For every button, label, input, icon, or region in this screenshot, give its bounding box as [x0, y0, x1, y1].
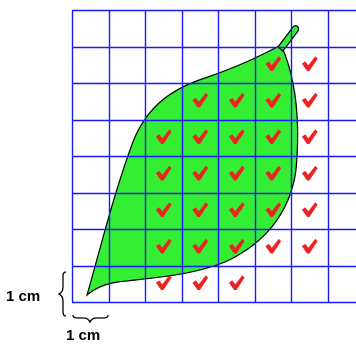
checkmark-icon [155, 129, 172, 145]
checkmark-icon [192, 238, 209, 254]
checkmark-icon [155, 165, 172, 181]
grid [71, 9, 356, 304]
scale-vertical: 1 cm [6, 271, 67, 317]
checkmark-icon [192, 275, 209, 291]
checkmark-icon [301, 202, 318, 218]
checkmark-icon [265, 129, 282, 145]
checkmark-icon [192, 92, 209, 108]
checkmark-icon [228, 92, 245, 108]
checkmark-icon [155, 202, 172, 218]
scale-label-vertical: 1 cm [6, 288, 40, 305]
checkmark-icon [301, 238, 318, 254]
checkmark-icon [301, 56, 318, 72]
checkmark-icon [228, 129, 245, 145]
checkmark-icon [155, 275, 172, 291]
leaf-blade [85, 44, 299, 297]
checkmark-icon [301, 129, 318, 145]
checkmark-icon [265, 165, 282, 181]
horizontal-brace-icon [72, 314, 109, 324]
checkmark-icon [192, 165, 209, 181]
checkmark-icon [265, 238, 282, 254]
checkmark-icon [265, 92, 282, 108]
checkmark-icon [228, 165, 245, 181]
checkmark-icon [301, 165, 318, 181]
checkmark-icon [228, 202, 245, 218]
scale-horizontal: 1 cm [66, 314, 109, 344]
scale-label-horizontal: 1 cm [66, 327, 100, 344]
checkmark-icon [155, 238, 172, 254]
checkmark-icon [301, 92, 318, 108]
checkmarks [155, 56, 318, 291]
checkmark-icon [228, 238, 245, 254]
checkmark-icon [265, 56, 282, 72]
checkmark-icon [228, 275, 245, 291]
vertical-brace-icon [57, 271, 67, 317]
checkmark-icon [192, 129, 209, 145]
checkmark-icon [192, 202, 209, 218]
checkmark-icon [265, 202, 282, 218]
leaf-stem [277, 25, 300, 52]
leaf [85, 25, 300, 297]
